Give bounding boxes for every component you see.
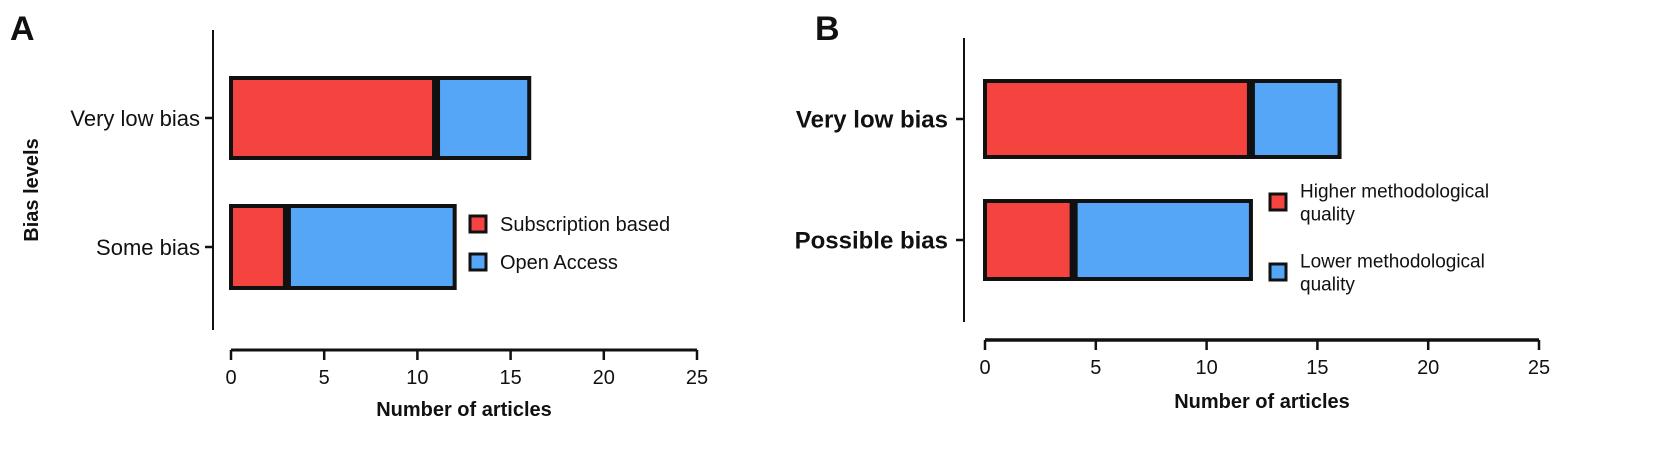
segment-divider <box>432 78 441 158</box>
y-tick-label: Some bias <box>96 235 200 260</box>
x-axis-label: Number of articles <box>1174 391 1350 413</box>
panel-letter: B <box>815 10 840 48</box>
x-tick-label: 5 <box>1090 357 1101 379</box>
legend-label: Higher methodological <box>1300 181 1489 202</box>
x-tick-label: 10 <box>406 367 428 389</box>
legend-swatch <box>1268 262 1288 282</box>
x-tick-label: 25 <box>686 367 708 389</box>
x-tick-label: 25 <box>1528 357 1550 379</box>
legend-swatch <box>1268 192 1288 212</box>
bar-segment-second <box>434 76 531 160</box>
legend-swatch <box>468 214 488 234</box>
legend-label: Lower methodological <box>1300 251 1485 272</box>
legend-label: Open Access <box>500 252 618 274</box>
bar-outline <box>983 79 1342 159</box>
x-tick-label: 20 <box>1417 357 1439 379</box>
panel-letter: A <box>10 10 35 48</box>
bar-segment-second <box>1071 199 1253 281</box>
y-axis-label: Bias levels <box>21 138 43 241</box>
segment-divider <box>1069 201 1078 279</box>
x-tick-label: 15 <box>499 367 521 389</box>
legend-label: quality <box>1300 274 1355 295</box>
bar-segment-first <box>229 76 438 160</box>
bar-outline <box>229 76 532 160</box>
y-tick-label: Possible bias <box>795 228 948 255</box>
bar-segment-first <box>983 79 1253 159</box>
bar-segment-second <box>285 204 457 290</box>
y-tick-label: Very low bias <box>70 106 200 131</box>
y-tick-label: Very low bias <box>796 107 948 134</box>
bar-segment-first <box>229 204 289 290</box>
bar-segment-first <box>983 199 1076 281</box>
x-tick-label: 0 <box>225 367 236 389</box>
bar-segment-second <box>1249 79 1342 159</box>
x-tick-label: 10 <box>1195 357 1217 379</box>
bar-outline <box>229 204 457 290</box>
legend-label: quality <box>1300 204 1355 225</box>
x-tick-label: 0 <box>979 357 990 379</box>
bar-outline <box>983 199 1253 281</box>
x-axis-label: Number of articles <box>376 399 552 421</box>
segment-divider <box>1246 81 1255 157</box>
x-tick-label: 15 <box>1306 357 1328 379</box>
x-tick-label: 5 <box>319 367 330 389</box>
x-tick-label: 20 <box>593 367 615 389</box>
segment-divider <box>282 206 291 288</box>
legend-label: Subscription based <box>500 214 670 236</box>
legend-swatch <box>468 252 488 272</box>
